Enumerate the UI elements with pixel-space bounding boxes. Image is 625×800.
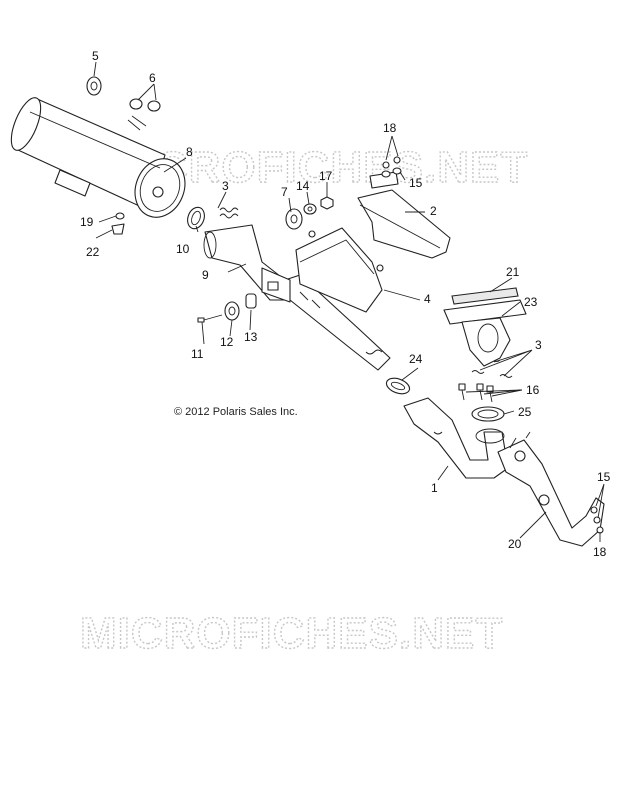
callout-1: 1 (431, 481, 438, 495)
callout-25: 25 (518, 405, 532, 419)
copyright-notice: © 2012 Polaris Sales Inc. (174, 406, 298, 418)
washer-14 (303, 203, 317, 215)
heat-shield-20 (497, 431, 605, 547)
spacer-7 (285, 208, 303, 230)
callouts: 5 6 8 3 19 22 10 9 7 14 17 18 15 2 4 11 … (80, 49, 611, 559)
callout-2: 2 (430, 204, 437, 218)
callout-11: 11 (191, 347, 204, 361)
bolts-16 (458, 383, 494, 403)
callout-5: 5 (92, 49, 99, 63)
nut-17 (320, 196, 334, 210)
callout-3-upper: 3 (222, 179, 229, 193)
callout-12: 12 (220, 335, 234, 349)
fasteners-18-15-upper (381, 156, 402, 178)
gasket-24 (385, 377, 411, 395)
callout-21: 21 (506, 265, 520, 279)
callout-9: 9 (202, 268, 209, 282)
callout-4: 4 (424, 292, 431, 306)
watermark-bottom: MICROFICHES.NET (80, 609, 503, 658)
callout-6: 6 (149, 71, 156, 85)
callout-3-lower: 3 (535, 338, 542, 352)
manifold-23 (443, 299, 527, 367)
hanger-grommets-6 (127, 98, 161, 131)
head-pipe-1 (403, 397, 509, 479)
callout-15-upper: 15 (409, 176, 423, 190)
callout-20: 20 (508, 537, 522, 551)
clamp-22 (111, 223, 125, 235)
gasket-25 (471, 406, 505, 422)
callout-7: 7 (281, 185, 288, 199)
mid-pipe-9 (203, 224, 391, 371)
washer-12 (224, 301, 240, 321)
callout-15-lower: 15 (597, 470, 611, 484)
heat-shield-4 (295, 227, 384, 313)
gasket-10 (187, 206, 205, 230)
callout-24: 24 (409, 352, 423, 366)
callout-23: 23 (524, 295, 538, 309)
callout-18-upper: 18 (383, 121, 397, 135)
muffler (10, 97, 186, 218)
callout-10: 10 (176, 242, 190, 256)
callout-22: 22 (86, 245, 100, 259)
callout-19: 19 (80, 215, 94, 229)
callout-13: 13 (244, 330, 258, 344)
bolt-11 (197, 314, 223, 323)
fasteners-15-18-lower (590, 506, 604, 534)
callout-8: 8 (186, 145, 193, 159)
callout-14: 14 (296, 179, 310, 193)
bracket-2 (357, 171, 451, 259)
bushing-13 (245, 293, 257, 309)
callout-16: 16 (526, 383, 540, 397)
gasket-21 (451, 287, 519, 305)
leader-lines (93, 61, 605, 542)
grommet-5 (86, 76, 102, 96)
callout-17: 17 (319, 169, 333, 183)
fastener-19 (115, 212, 125, 220)
springs-3-upper (219, 207, 239, 219)
callout-18-lower: 18 (593, 545, 607, 559)
